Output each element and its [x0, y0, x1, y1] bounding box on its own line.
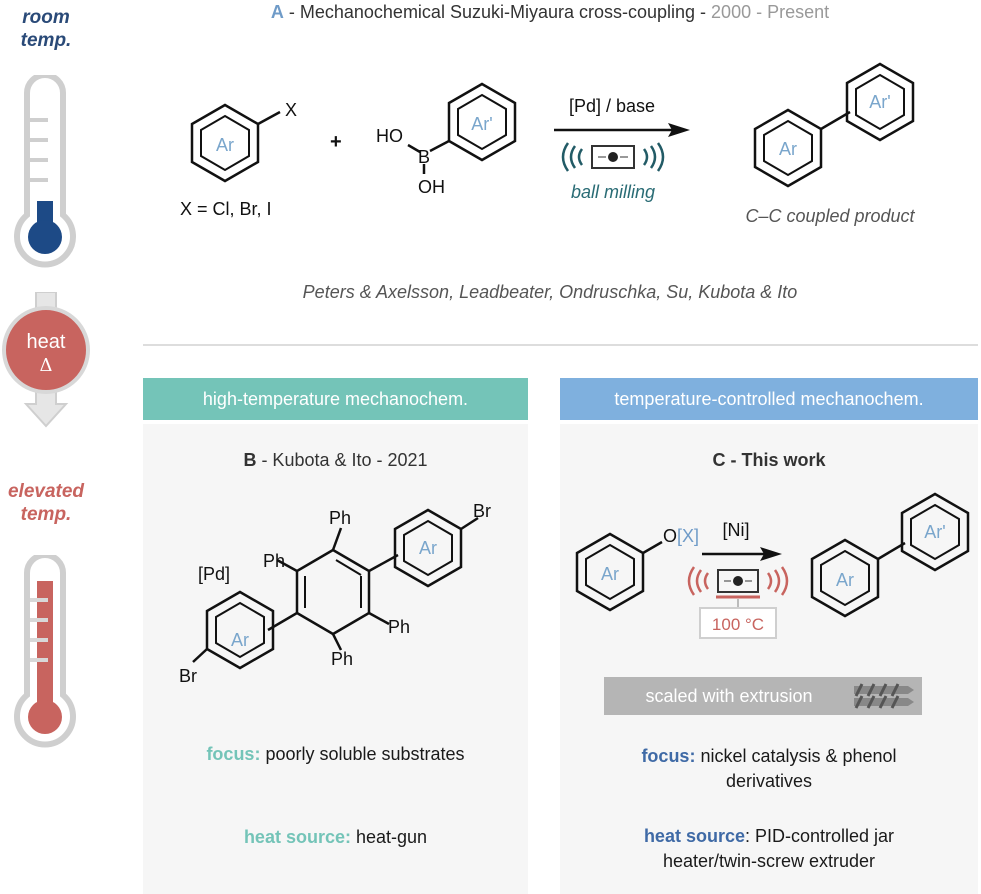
room-label-line2: temp.: [20, 30, 72, 51]
biaryl-product: [753, 62, 915, 188]
section-b-panel: [143, 424, 528, 894]
section-divider: [143, 344, 978, 346]
boronic-ho: HO: [376, 126, 403, 146]
section-c-heat-line1: : PID-controlled jar: [744, 826, 895, 846]
elevated-temp-label: elevated temp.: [0, 480, 92, 526]
room-thermometer-icon: [14, 75, 76, 268]
section-b-letter: B: [243, 450, 257, 470]
section-c-ar-2: Ar: [836, 570, 854, 590]
section-b-title: B - Kubota & Ito - 2021: [143, 450, 528, 471]
heat-arrow-icon: [2, 292, 90, 428]
heated-ball-mill-icon: [687, 566, 789, 639]
boronic-b: B: [418, 147, 430, 167]
boronic-acid-ring: [407, 82, 517, 174]
section-c-focus: focus: nickel catalysis & phenol derivat…: [560, 744, 978, 794]
product-ar-prime: Ar': [869, 92, 890, 112]
section-b-focus-label: focus:: [206, 744, 261, 764]
ph-label-1: Ph: [263, 551, 285, 571]
section-c-focus-line1: nickel catalysis & phenol: [695, 746, 897, 766]
section-a-title-text: - Mechanochemical Suzuki-Miyaura cross-c…: [283, 2, 712, 22]
section-a-letter: A: [270, 2, 284, 22]
plus-sign: +: [330, 131, 342, 153]
product-ar: Ar: [779, 139, 797, 159]
ball-mill-icon: [561, 142, 665, 172]
section-c-title: C - This work: [712, 450, 826, 470]
section-b-pd: [Pd]: [198, 564, 230, 584]
br-label-1: Br: [473, 501, 491, 521]
section-b-focus: focus: poorly soluble substrates: [143, 744, 528, 765]
section-a-references: Peters & Axelsson, Leadbeater, Ondruschk…: [302, 282, 798, 302]
section-c-ox: [X]: [677, 526, 699, 546]
delta-symbol: Δ: [39, 355, 53, 376]
section-a-scheme: Ar X X = Cl, Br, I + Ar' HO B OH [Pd] / …: [180, 62, 916, 226]
section-c-ar-1: Ar: [601, 564, 619, 584]
section-c-heat: heat source: PID-controlled jar heater/t…: [560, 824, 978, 874]
section-b-title-text: - Kubota & Ito - 2021: [256, 450, 428, 470]
br-label-2: Br: [179, 666, 197, 686]
section-a-title: A - Mechanochemical Suzuki-Miyaura cross…: [120, 2, 980, 23]
room-label-line1: room: [22, 7, 70, 28]
ph-label-4: Ph: [331, 649, 353, 669]
extrusion-banner: scaled with extrusion: [604, 677, 922, 715]
boronic-ar-prime: Ar': [471, 114, 492, 134]
heat-label: heat: [26, 331, 66, 353]
section-c-header: temperature-controlled mechanochem.: [560, 378, 978, 420]
section-c-ar-prime: Ar': [924, 522, 945, 542]
section-c-focus-line2: derivatives: [725, 771, 813, 791]
elevated-thermometer-icon: [14, 555, 76, 748]
section-c-ni: [Ni]: [723, 520, 750, 540]
twin-screw-icon: [854, 683, 914, 709]
section-c-arrowhead: [760, 547, 782, 561]
section-b-ar-2: Ar: [231, 630, 249, 650]
extrusion-label: scaled with extrusion: [645, 686, 813, 706]
section-c-heat-label: heat source: [643, 826, 745, 846]
ball-milling-label: ball milling: [571, 182, 655, 202]
elevated-label-line1: elevated: [7, 481, 85, 502]
section-b-structure: [Pd] Ph Ph Ph Ph Br Br Ar Ar: [179, 501, 491, 686]
section-b-heat-text: heat-gun: [350, 827, 428, 847]
boronic-oh: OH: [418, 177, 445, 197]
section-a-years: 2000 - Present: [711, 2, 830, 22]
section-c-panel: [560, 424, 978, 894]
ph-label-2: Ph: [329, 508, 351, 528]
ph-label-3: Ph: [388, 617, 410, 637]
room-temp-label: room temp.: [0, 6, 92, 52]
section-c-focus-label: focus:: [641, 746, 696, 766]
section-b-ar-1: Ar: [419, 538, 437, 558]
reaction-conditions: [Pd] / base: [569, 96, 655, 116]
halide-x: X: [285, 100, 297, 120]
section-b-heat: heat source: heat-gun: [143, 827, 528, 848]
section-c-temperature: 100 °C: [712, 615, 764, 634]
section-c-heat-line2: heater/twin-screw extruder: [662, 851, 876, 871]
aryl-halide-ar: Ar: [216, 135, 234, 155]
x-definition: X = Cl, Br, I: [180, 199, 272, 219]
elevated-label-line2: temp.: [20, 504, 72, 525]
aryl-halide-ring: [190, 103, 281, 183]
heat-badge: heat Δ: [0, 330, 92, 378]
section-c-scheme: Ar O [X] [Ni] 100 °C Ar Ar': [575, 492, 970, 639]
section-b-focus-text: poorly soluble substrates: [260, 744, 465, 764]
section-b-heat-label: heat source:: [243, 827, 351, 847]
product-label: C–C coupled product: [745, 206, 915, 226]
section-b-header: high-temperature mechanochem.: [143, 378, 528, 420]
reaction-arrowhead: [668, 123, 690, 137]
section-c-o: O: [663, 526, 677, 546]
